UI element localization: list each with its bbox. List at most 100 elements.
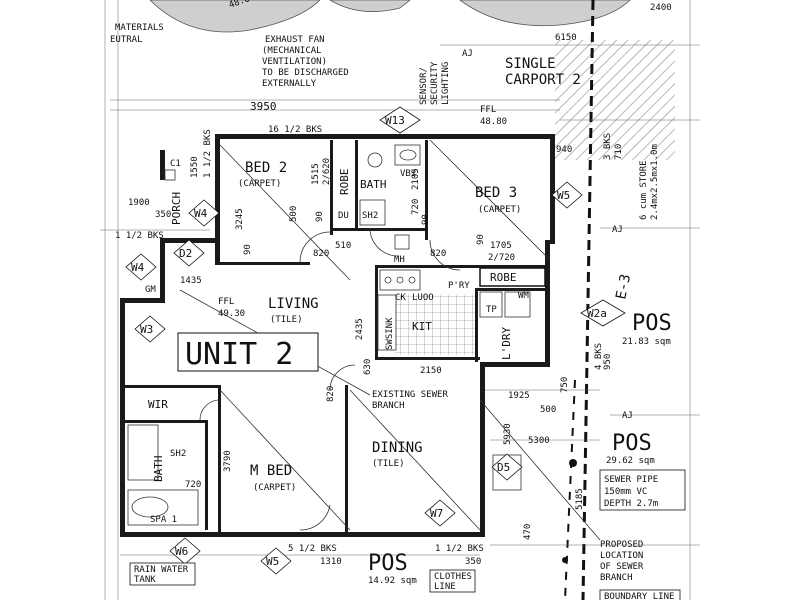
neutral-note: EUTRAL <box>110 35 143 45</box>
window-tag-w5-bottom: W5 <box>260 547 292 575</box>
svg-text:1925: 1925 <box>508 391 530 401</box>
svg-text:90: 90 <box>421 214 431 225</box>
sewer-pipe-note-3: DEPTH 2.7m <box>604 499 658 509</box>
svg-text:W6: W6 <box>175 545 188 558</box>
store-note-2: 2.4mx2.5mx1.0m <box>650 144 660 220</box>
sensor-note-2: SECURITY <box>430 61 440 105</box>
aj-label-top: AJ <box>462 49 473 59</box>
room-mbed-finish: (CARPET) <box>253 483 296 493</box>
room-robe1-label: ROBE <box>338 169 351 196</box>
sewer-branch-note-2: BRANCH <box>372 401 405 411</box>
svg-text:940: 940 <box>556 145 572 155</box>
room-sh2b-label: SH2 <box>170 449 186 459</box>
svg-text:D2: D2 <box>179 247 192 260</box>
sewer-point-2 <box>562 557 568 563</box>
mh-label: MH <box>394 255 405 265</box>
svg-text:21.83 sqm: 21.83 sqm <box>622 337 671 347</box>
fixtures <box>127 144 531 526</box>
svg-text:6150: 6150 <box>555 33 577 43</box>
svg-text:14.92 sqm: 14.92 sqm <box>368 576 417 586</box>
svg-text:750: 750 <box>560 377 570 393</box>
svg-text:W13: W13 <box>385 114 405 127</box>
svg-text:1435: 1435 <box>180 276 202 286</box>
window-tag-w7: W7 <box>424 499 456 527</box>
aj-label-right: AJ <box>612 225 623 235</box>
svg-text:POS: POS <box>632 311 672 336</box>
svg-text:5930: 5930 <box>503 423 513 445</box>
svg-text:E-3: E-3 <box>613 273 634 301</box>
clothes-line-box <box>429 569 476 593</box>
room-mbed-name: M BED <box>250 463 292 479</box>
svg-text:3790: 3790 <box>223 450 233 472</box>
svg-text:W4: W4 <box>194 207 208 220</box>
clothes-line-note-1: CLOTHES <box>434 572 472 582</box>
ffl-marker-2: FFL 49.30 <box>218 297 245 319</box>
svg-text:2105: 2105 <box>411 168 421 190</box>
window-tag-w3: W3 <box>134 315 166 343</box>
room-du-label: DU <box>338 211 349 221</box>
sewer-pipe-note-2: 150mm VC <box>604 487 647 497</box>
room-luoo-label: LUOO <box>412 293 434 303</box>
room-bath-label: BATH <box>360 178 387 191</box>
window-tag-w5-top: W5 <box>551 181 583 209</box>
pos-area-1: POS 21.83 sqm <box>622 311 672 347</box>
window-tag-w13: W13 <box>379 106 421 134</box>
room-bed2-finish: (CARPET) <box>238 179 281 189</box>
svg-text:820: 820 <box>313 249 329 259</box>
pos-area-3: POS 14.92 sqm <box>368 551 417 586</box>
room-spa-label: SPA 1 <box>150 515 177 525</box>
svg-text:1550: 1550 <box>190 156 200 178</box>
room-wir-label: WIR <box>148 398 168 411</box>
window-tag-w4-b: W4 <box>125 253 157 281</box>
svg-text:W5: W5 <box>266 555 279 568</box>
boundary-label: BOUNDARY LINE <box>604 592 674 600</box>
svg-text:48.80: 48.80 <box>228 0 257 11</box>
room-living-finish: (TILE) <box>270 315 303 325</box>
window-tag-d5: D5 <box>491 453 523 481</box>
svg-text:16 1/2 BKS: 16 1/2 BKS <box>268 125 322 135</box>
carport-label-2: CARPORT 2 <box>505 72 581 88</box>
svg-text:W3: W3 <box>140 323 153 336</box>
rain-tank-box <box>129 562 196 586</box>
sewer-point <box>569 459 577 467</box>
svg-text:630: 630 <box>363 359 373 375</box>
exhaust-note-5: EXTERNALLY <box>262 79 317 89</box>
room-kit-label: KIT <box>412 320 432 333</box>
svg-text:FFL: FFL <box>218 297 234 307</box>
svg-text:FFL: FFL <box>480 105 496 115</box>
svg-text:510: 510 <box>335 241 351 251</box>
svg-text:720: 720 <box>185 480 201 490</box>
room-pry-label: P'RY <box>448 281 470 291</box>
proposed-note-1: PROPOSED <box>600 540 643 550</box>
svg-text:470: 470 <box>523 524 533 540</box>
proposed-note-2: LOCATION <box>600 551 643 561</box>
kitchen-tile-area <box>395 295 475 355</box>
grid-lines <box>100 0 700 600</box>
tree-canopies <box>149 0 631 33</box>
svg-text:3245: 3245 <box>235 208 245 230</box>
room-swsink-label: SWSINK <box>385 317 395 350</box>
proposed-note-3: OF SEWER <box>600 562 644 572</box>
door-swings <box>199 227 461 531</box>
svg-text:710: 710 <box>614 144 624 160</box>
svg-text:1705: 1705 <box>490 241 512 251</box>
unit-label: UNIT 2 <box>185 337 293 372</box>
svg-text:5 1/2 BKS: 5 1/2 BKS <box>288 544 337 554</box>
sewer-pipe-note-1: SEWER PIPE <box>604 475 658 485</box>
svg-text:90: 90 <box>243 244 253 255</box>
proposed-note-4: BRANCH <box>600 573 633 583</box>
svg-text:500: 500 <box>540 405 556 415</box>
svg-text:820: 820 <box>326 386 336 402</box>
svg-text:3 BKS: 3 BKS <box>603 133 613 160</box>
svg-text:2150: 2150 <box>420 366 442 376</box>
svg-text:POS: POS <box>368 551 408 576</box>
svg-text:350: 350 <box>465 557 481 567</box>
svg-text:950: 950 <box>603 354 613 370</box>
rain-tank-note-1: RAIN WATER <box>134 565 189 575</box>
svg-text:48.80: 48.80 <box>480 117 507 127</box>
svg-text:1 1/2 BKS: 1 1/2 BKS <box>203 129 213 178</box>
robe2-box <box>479 267 546 287</box>
svg-text:90: 90 <box>476 234 486 245</box>
dimensions: 48.80 2400 6150 3950 16 1/2 BKS 940 3 BK… <box>115 0 672 567</box>
